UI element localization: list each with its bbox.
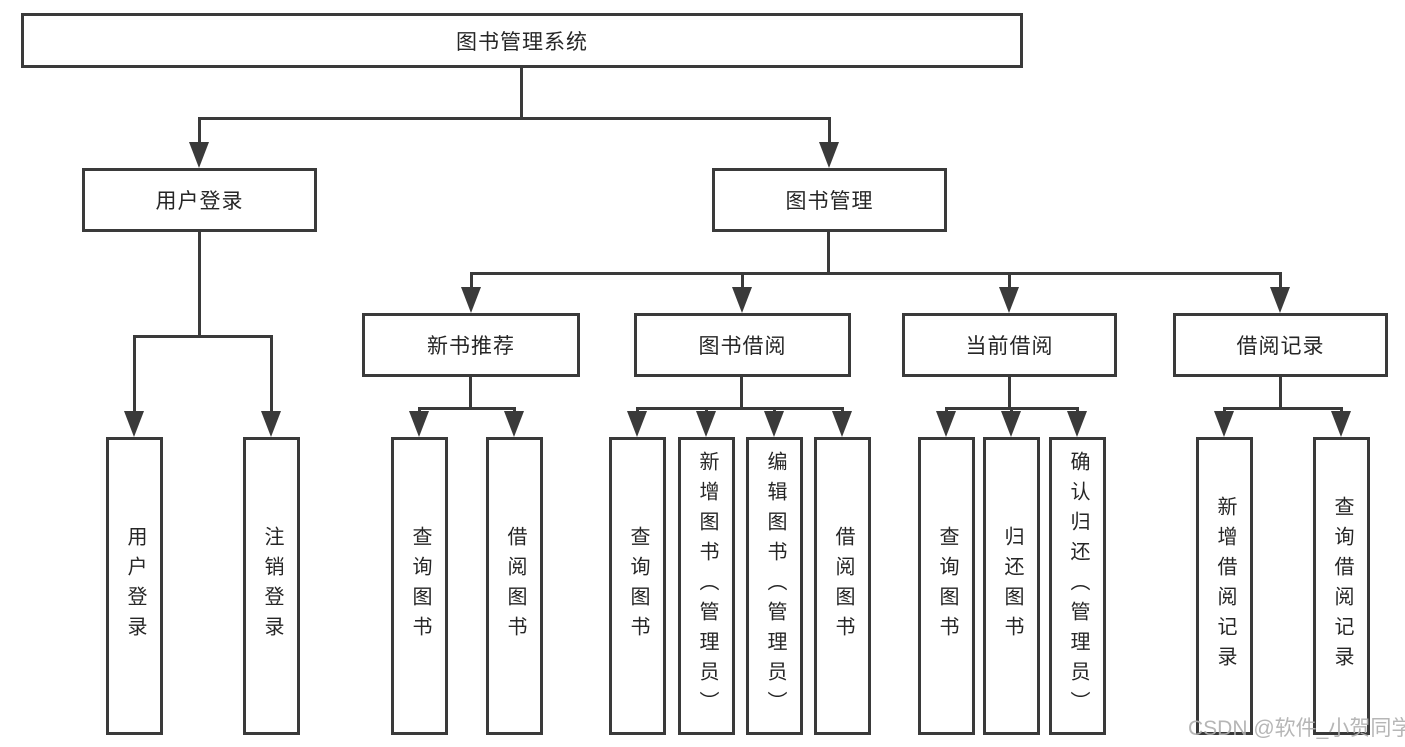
connector-drop-borrow-record <box>1279 272 1282 300</box>
connector-br-stem <box>1279 377 1282 407</box>
arrowhead-cb-query <box>936 411 956 437</box>
arrowhead-book-management <box>819 142 839 168</box>
connector-drop-book-borrow <box>741 272 744 300</box>
node-leaf-nb-borrow-books: 借阅图书 <box>486 437 543 735</box>
node-label: 图书管理系统 <box>456 30 588 54</box>
connector-user-login-rail <box>133 335 273 338</box>
arrowhead-current-borrow <box>999 287 1019 313</box>
connector-root-rail <box>198 117 831 120</box>
node-leaf-bb-edit-books-admin: 编辑图书（管理员） <box>746 437 803 735</box>
node-label: 图书借阅 <box>698 335 787 358</box>
connector-bb-stem <box>740 377 743 407</box>
node-borrow-record: 借阅记录 <box>1173 313 1388 377</box>
node-new-book-recommend: 新书推荐 <box>362 313 580 377</box>
node-label: 查询借阅记录 <box>1331 496 1353 676</box>
node-user-login: 用户登录 <box>82 168 317 232</box>
node-label: 当前借阅 <box>965 335 1054 358</box>
node-label: 用户登录 <box>124 526 146 646</box>
node-leaf-br-add-record: 新增借阅记录 <box>1196 437 1253 735</box>
connector-br-rail <box>1223 407 1343 410</box>
node-label: 查询图书 <box>627 526 649 646</box>
node-leaf-logout: 注销登录 <box>243 437 300 735</box>
arrowhead-user-login <box>189 142 209 168</box>
node-leaf-user-login: 用户登录 <box>106 437 163 735</box>
arrowhead-bb-add <box>696 411 716 437</box>
node-label: 新增借阅记录 <box>1214 496 1236 676</box>
connector-nb-rail <box>418 407 516 410</box>
node-label: 新增图书（管理员） <box>696 451 718 721</box>
node-leaf-cb-confirm-return-admin: 确认归还（管理员） <box>1049 437 1106 735</box>
node-label: 借阅记录 <box>1236 335 1325 358</box>
node-label: 借阅图书 <box>504 526 526 646</box>
connector-book-mgmt-stem <box>827 232 830 272</box>
arrowhead-cb-confirm <box>1067 411 1087 437</box>
arrowhead-cb-return <box>1001 411 1021 437</box>
node-label: 查询图书 <box>409 526 431 646</box>
connector-nb-stem <box>469 377 472 407</box>
node-label: 新书推荐 <box>427 335 515 358</box>
node-leaf-bb-borrow-books: 借阅图书 <box>814 437 871 735</box>
connector-drop-login <box>133 335 136 417</box>
arrowhead-nb-borrow <box>504 411 524 437</box>
arrowhead-login <box>124 411 144 437</box>
node-library-management-system: 图书管理系统 <box>21 13 1023 68</box>
node-label: 注销登录 <box>261 526 283 646</box>
node-book-management: 图书管理 <box>712 168 947 232</box>
arrowhead-br-query <box>1331 411 1351 437</box>
node-label: 用户登录 <box>155 190 244 213</box>
arrowhead-nb-query <box>409 411 429 437</box>
node-leaf-br-query-record: 查询借阅记录 <box>1313 437 1370 735</box>
connector-cb-stem <box>1008 377 1011 407</box>
node-leaf-cb-return-books: 归还图书 <box>983 437 1040 735</box>
arrowhead-new-book-recommend <box>461 287 481 313</box>
connector-root-drop-right <box>828 117 831 155</box>
arrowhead-bb-edit <box>764 411 784 437</box>
arrowhead-borrow-record <box>1270 287 1290 313</box>
node-label: 归还图书 <box>1001 526 1023 646</box>
node-leaf-nb-query-books: 查询图书 <box>391 437 448 735</box>
connector-book-mgmt-rail <box>470 272 1282 275</box>
csdn-watermark: CSDN @软件_小贺同学 <box>1188 717 1405 740</box>
connector-bb-rail <box>636 407 844 410</box>
node-leaf-bb-query-books: 查询图书 <box>609 437 666 735</box>
arrowhead-br-add <box>1214 411 1234 437</box>
connector-drop-new-book <box>470 272 473 300</box>
node-leaf-bb-add-books-admin: 新增图书（管理员） <box>678 437 735 735</box>
node-label: 编辑图书（管理员） <box>764 451 786 721</box>
arrowhead-bb-query <box>627 411 647 437</box>
node-book-borrow: 图书借阅 <box>634 313 851 377</box>
node-current-borrow: 当前借阅 <box>902 313 1117 377</box>
node-label: 借阅图书 <box>832 526 854 646</box>
node-label: 图书管理 <box>785 190 874 213</box>
arrowhead-book-borrow <box>732 287 752 313</box>
arrowhead-logout <box>261 411 281 437</box>
arrowhead-bb-borrow <box>832 411 852 437</box>
connector-drop-current-borrow <box>1008 272 1011 300</box>
node-leaf-cb-query-books: 查询图书 <box>918 437 975 735</box>
connector-user-login-stem <box>198 232 201 335</box>
connector-root-drop-left <box>198 117 201 155</box>
node-label: 查询图书 <box>936 526 958 646</box>
node-label: 确认归还（管理员） <box>1067 451 1089 721</box>
connector-drop-logout <box>270 335 273 417</box>
connector-root-stem <box>520 68 523 120</box>
